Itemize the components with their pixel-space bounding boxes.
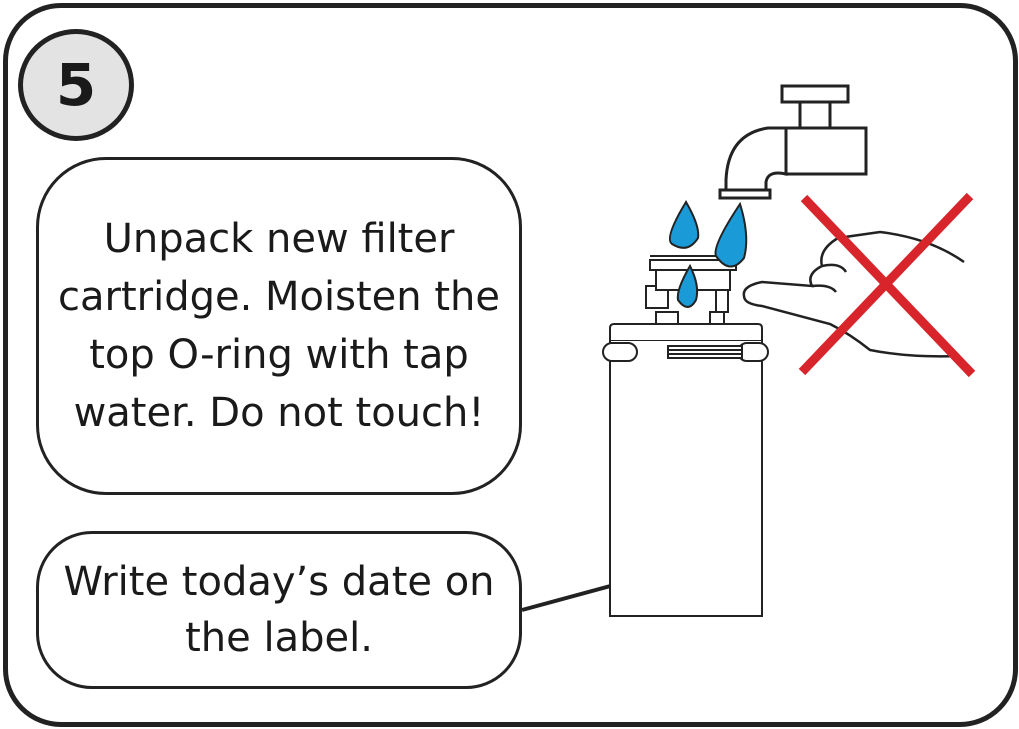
date-instruction-text: Write today’s date on the label.: [63, 559, 495, 661]
step-number: 5: [55, 51, 97, 119]
unpack-instruction-text: Unpack new filter cartridge. Moisten the…: [58, 216, 500, 436]
date-instruction-bubble: Write today’s date on the label.: [36, 531, 522, 689]
tap-icon: [718, 84, 868, 200]
filter-cartridge-icon: [602, 255, 769, 617]
step-number-badge: 5: [18, 29, 134, 141]
unpack-instruction-bubble: Unpack new filter cartridge. Moisten the…: [36, 157, 522, 495]
prohibited-cross-icon: [798, 192, 976, 378]
water-drop-icon: [668, 200, 748, 308]
